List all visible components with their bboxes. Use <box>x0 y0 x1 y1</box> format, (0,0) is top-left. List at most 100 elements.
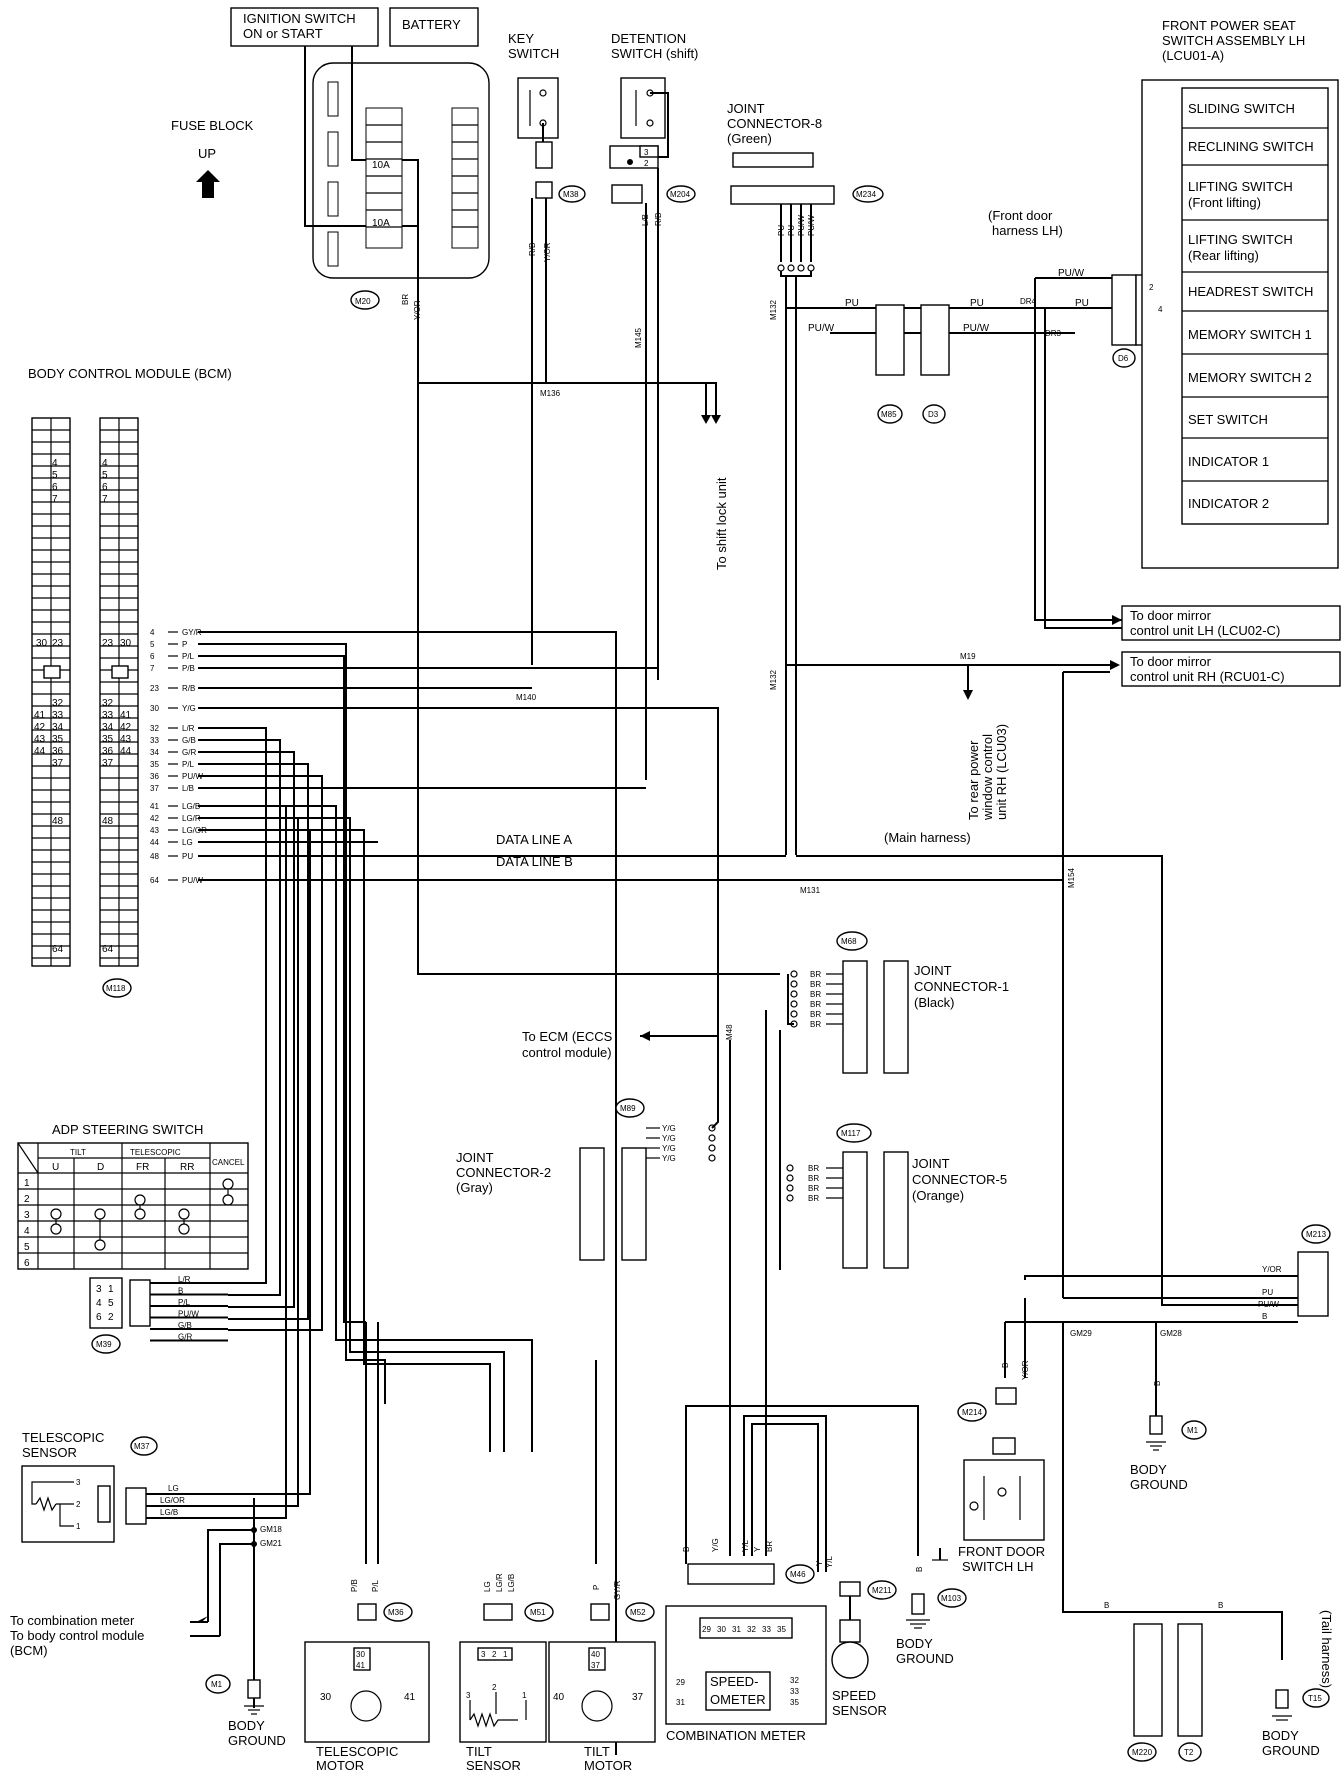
adp-col-rr: RR <box>180 1162 194 1173</box>
adp-col-fr: FR <box>136 1162 149 1173</box>
speed-sensor-title-2: SENSOR <box>832 1703 887 1718</box>
bcm-routing: M140 M131 M154 <box>198 383 1240 1755</box>
m213-wire-puw: PU/W <box>1258 1300 1279 1309</box>
adp-pin-number: 6 <box>96 1312 102 1323</box>
joint2-color: (Gray) <box>456 1180 493 1195</box>
m213-wire-yor: Y/OR <box>1262 1265 1282 1274</box>
bcm-left-pin: 33 <box>52 710 64 721</box>
ground-m103: B M103 BODY GROUND <box>896 1567 967 1666</box>
to-combination-meter: To combination meter <box>10 1613 135 1628</box>
bcm-left-pin: 42 <box>34 722 46 733</box>
body-ground-m103: BODY <box>896 1636 933 1651</box>
connector-m89: M89 <box>620 1104 636 1113</box>
tilt-motor-title-2: MOTOR <box>584 1758 632 1770</box>
tilt-sensor: LG LG/R LG/B M51 3 2 1 3 2 1 TILT SENSOR <box>459 1573 554 1770</box>
splice-m132-mid: M132 <box>769 669 778 690</box>
joint2-title: JOINT <box>456 1150 494 1165</box>
rear-window-label-2: window control <box>980 734 995 821</box>
adp-row-number: 1 <box>24 1178 30 1189</box>
bcm-wire-pin: 32 <box>150 724 159 733</box>
adp-contacts <box>50 1178 234 1251</box>
wire-br: BR <box>401 294 410 305</box>
door-switch-wire-yor: Y/OR <box>1021 1360 1030 1380</box>
bcm-right-pin: 6 <box>102 482 108 493</box>
front-lifting-note: (Front lifting) <box>1188 195 1261 210</box>
tele-pin-1: 1 <box>76 1522 81 1531</box>
tail-harness-label: (Tail harness) <box>1319 1610 1334 1688</box>
bcm-left-pin: 35 <box>52 734 64 745</box>
joint2-wires: Y/GY/GY/GY/G <box>646 1124 716 1163</box>
adp-title: ADP STEERING SWITCH <box>52 1122 203 1137</box>
splice-m136: M136 <box>540 389 561 398</box>
fuse-10a-upper: 10A <box>372 160 390 171</box>
wire-puw-d6: PU/W <box>1058 268 1085 279</box>
wire-pu-d6: PU <box>1075 298 1089 309</box>
detention-pin-3: 3 <box>644 148 649 157</box>
tele-motor-terminal-41: 41 <box>404 1692 416 1703</box>
bcm-right-pin: 30 <box>120 638 132 649</box>
joint5-wire-code: BR <box>808 1184 819 1193</box>
connector-m1-left: M1 <box>211 1680 223 1689</box>
adp-wire-code: L/R <box>178 1275 191 1284</box>
connector-m204: M204 <box>670 190 691 199</box>
adp-wire-code: P/L <box>178 1298 191 1307</box>
tilt-motor-title: TILT <box>584 1744 610 1759</box>
tilt-motor: P GY/R M52 40 37 40 37 TILT MOTOR <box>548 1360 656 1770</box>
bcm-left-pin: 37 <box>52 758 64 769</box>
seat-switch-title-2: SWITCH ASSEMBLY LH <box>1162 33 1305 48</box>
combination-route: GM18 GM21 To combination meter To body c… <box>10 1498 286 1748</box>
bcm-right-pin: 7 <box>102 494 108 505</box>
wire-rb-det: R/B <box>654 213 663 226</box>
bcm-wire-code: LG/B <box>182 802 200 811</box>
bcm-wire-code: G/B <box>182 736 196 745</box>
bcm-wire-pin: 64 <box>150 876 159 885</box>
bcm-wire-code: LG/OR <box>182 826 207 835</box>
front-door-switch-title-2: SWITCH LH <box>962 1559 1034 1574</box>
bcm-right-pin: 23 <box>102 638 114 649</box>
detention-title-2: SWITCH (shift) <box>611 46 698 61</box>
splice-gm18: GM18 <box>260 1525 282 1534</box>
adp-steering-switch: ADP STEERING SWITCH TILT TELESCOPIC CANC… <box>17 1122 249 1354</box>
body-ground-tail: BODY <box>1262 1728 1299 1743</box>
connector-m103: M103 <box>941 1594 962 1603</box>
tele-pin-3: 3 <box>76 1478 81 1487</box>
door-mirror-rh-label: To door mirror <box>1130 654 1212 669</box>
combination-meter-title: COMBINATION METER <box>666 1728 806 1743</box>
door-harness-connectors: (Front door harness LH) PU PU/W PU PU/W … <box>786 208 1145 629</box>
m103-wire-b: B <box>915 1567 924 1572</box>
joint-connector-2: M89 JOINT CONNECTOR-2 (Gray) Y/GY/GY/GY/… <box>456 1015 719 1261</box>
joint1-title-2: CONNECTOR-1 <box>914 979 1009 994</box>
connector-m117: M117 <box>841 1129 861 1138</box>
door-mirror-units: To door mirror control unit LH (LCU02-C)… <box>769 605 1341 880</box>
adp-cancel-header: CANCEL <box>212 1158 245 1167</box>
key-switch: KEY SWITCH M38 R/B Y/OR <box>508 31 586 665</box>
detention-pin-2: 2 <box>644 159 649 168</box>
bcm-wire-code: PU/W <box>182 772 203 781</box>
bcm-left-pin: 4 <box>52 458 58 469</box>
bcm-left-pin: 64 <box>52 944 64 955</box>
wire-yor-key: Y/OR <box>543 242 552 262</box>
connector-d3: D3 <box>928 410 939 419</box>
meter-top-pin: 32 <box>747 1625 756 1634</box>
connector-m68: M68 <box>841 937 857 946</box>
joint1-wire-code: BR <box>810 970 821 979</box>
bcm-left-pin: 30 <box>36 638 48 649</box>
connector-m214: M214 <box>962 1408 983 1417</box>
door-mirror-lh-code: control unit LH (LCU02-C) <box>1130 623 1280 638</box>
bcm-wire-code: LG <box>182 838 193 847</box>
seat-switch-assembly: FRONT POWER SEAT SWITCH ASSEMBLY LH (LCU… <box>1141 18 1339 569</box>
joint2-wire-code: Y/G <box>662 1144 676 1153</box>
meter-top-pin: 31 <box>732 1625 741 1634</box>
meter-wire-yl: Y/L <box>741 1539 750 1552</box>
adp-wire-code: B <box>178 1287 183 1296</box>
connector-m85: M85 <box>881 410 897 419</box>
m213-wire-b: B <box>1262 1312 1267 1321</box>
adp-col-d: D <box>97 1162 104 1173</box>
rear-window-code: unit RH (LCU03) <box>994 724 1009 820</box>
bcm-wire-code: P/B <box>182 664 195 673</box>
fuse-block-title: FUSE BLOCK <box>171 118 254 133</box>
tilt-sensor-wire-lg: LG <box>483 1581 492 1592</box>
tilt-motor-terminal-40: 40 <box>553 1692 565 1703</box>
